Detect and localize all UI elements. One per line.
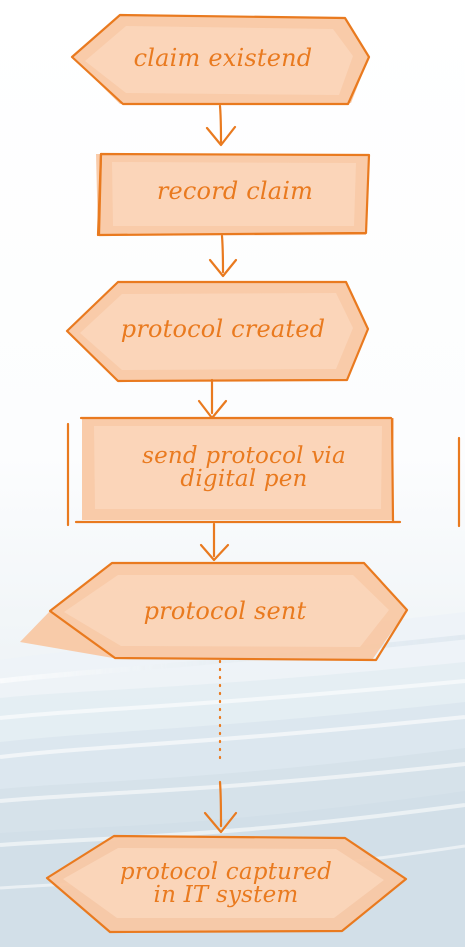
node-fill bbox=[63, 848, 384, 918]
flowchart-node-send-protocol-via-digital-pen bbox=[66, 416, 461, 528]
node-outline bbox=[96, 152, 103, 237]
flowchart-node-protocol-sent bbox=[20, 561, 409, 662]
node-fill bbox=[112, 162, 356, 226]
node-label-record-claim: record claim bbox=[156, 177, 314, 206]
flow-connector-dotted bbox=[203, 659, 238, 834]
arrow-shaft bbox=[220, 234, 225, 274]
node-label-send-protocol-via-digital-pen: send protocol via digital pen bbox=[142, 442, 346, 492]
paper-edge bbox=[0, 803, 465, 847]
arrow-head bbox=[208, 258, 238, 278]
node-outline bbox=[48, 561, 409, 662]
node-fill bbox=[80, 293, 353, 370]
paper-edge bbox=[0, 679, 465, 720]
flow-arrow bbox=[205, 104, 237, 147]
node-fill bbox=[64, 575, 389, 647]
node-outline bbox=[45, 834, 408, 934]
node-outline bbox=[70, 13, 371, 106]
node-label-protocol-created: protocol created bbox=[120, 315, 326, 344]
flow-arrow bbox=[197, 378, 228, 420]
node-fill bbox=[94, 426, 382, 509]
flowchart-node-protocol-created bbox=[65, 280, 370, 383]
node-outline bbox=[390, 417, 395, 523]
flowchart-node-claim-existend bbox=[70, 13, 371, 106]
flowchart-node-record-claim bbox=[96, 152, 371, 237]
paper-edge bbox=[0, 762, 465, 803]
paper-edge bbox=[0, 715, 465, 759]
node-outline bbox=[65, 280, 370, 383]
flow-arrow bbox=[208, 234, 238, 278]
arrow-head bbox=[199, 543, 230, 562]
node-label-protocol-sent: protocol sent bbox=[143, 597, 307, 626]
node-fill bbox=[85, 26, 353, 95]
arrow-head bbox=[203, 811, 238, 834]
node-label-claim-existend: claim existend bbox=[133, 44, 313, 73]
arrow-shaft bbox=[218, 104, 223, 144]
arrow-head bbox=[205, 125, 237, 147]
flowchart-node-protocol-captured-in-it-system bbox=[45, 834, 408, 934]
node-label-protocol-captured-in-it-system: protocol captured in IT system bbox=[119, 858, 333, 908]
flow-arrow bbox=[199, 522, 230, 562]
arrow-shaft bbox=[218, 780, 223, 828]
